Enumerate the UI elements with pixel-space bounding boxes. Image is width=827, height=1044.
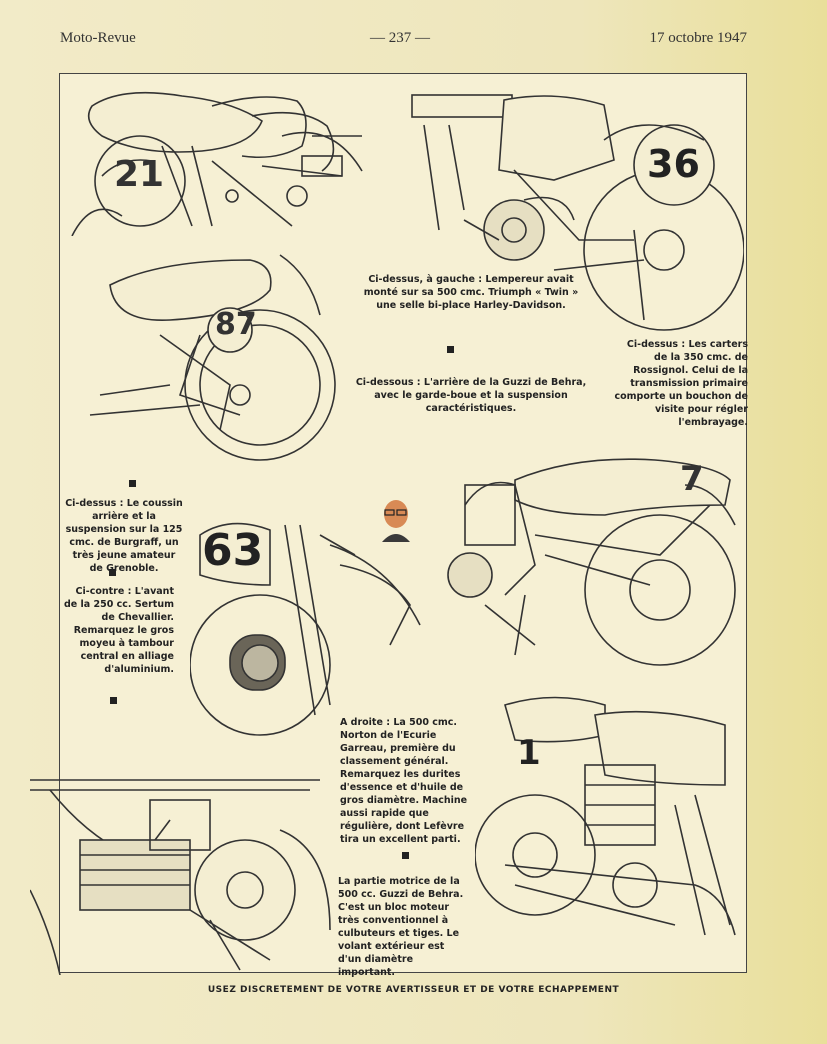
separator-square	[109, 569, 116, 576]
caption-sertum: Ci-contre : L'avant de la 250 cc. Sertum…	[64, 586, 175, 675]
rossignol-engine-drawing: 36	[404, 80, 744, 340]
separator-square	[447, 346, 454, 353]
triumph-saddle-drawing: 21	[62, 76, 372, 236]
guzzi-engine-drawing	[30, 760, 335, 975]
burgraff-saddle-drawing: 87	[80, 245, 340, 470]
issue-date: 17 octobre 1947	[649, 30, 747, 46]
separator-square	[129, 480, 136, 487]
separator-square	[110, 697, 117, 704]
caption-triumph: Ci-dessus, à gauche : Lempereur avait mo…	[363, 274, 579, 311]
page-header: Moto-Revue — 237 — 17 octobre 1947	[60, 30, 747, 54]
sertum-front-drawing: 63	[190, 505, 430, 740]
publication-title: Moto-Revue	[60, 30, 136, 46]
caption-burgraff: Ci-dessus : Le coussin arrière et la sus…	[65, 498, 183, 574]
guzzi-rear-drawing: 7	[425, 445, 740, 675]
separator-square	[402, 852, 409, 859]
race-number-7: 7	[680, 459, 704, 499]
race-number-63: 63	[202, 525, 264, 576]
norton-drawing: 1	[475, 685, 745, 955]
caption-rossignol: Ci-dessus : Les carters de la 350 cmc. d…	[614, 339, 748, 428]
page-number: — 237 —	[370, 30, 430, 46]
race-number-36: 36	[647, 142, 700, 186]
caption-guzzi-rear: Ci-dessous : L'arrière de la Guzzi de Be…	[355, 377, 587, 414]
person-photo	[376, 496, 416, 542]
caption-guzzi-engine: La partie motrice de la 500 cc. Guzzi de…	[338, 876, 464, 978]
page-footer: USEZ DISCRETEMENT DE VOTRE AVERTISSEUR E…	[207, 985, 620, 995]
caption-norton: A droite : La 500 cmc. Norton de l'Ecuri…	[340, 717, 468, 845]
race-number-21: 21	[114, 154, 165, 195]
race-number-1: 1	[517, 733, 541, 773]
race-number-87: 87	[215, 307, 257, 342]
